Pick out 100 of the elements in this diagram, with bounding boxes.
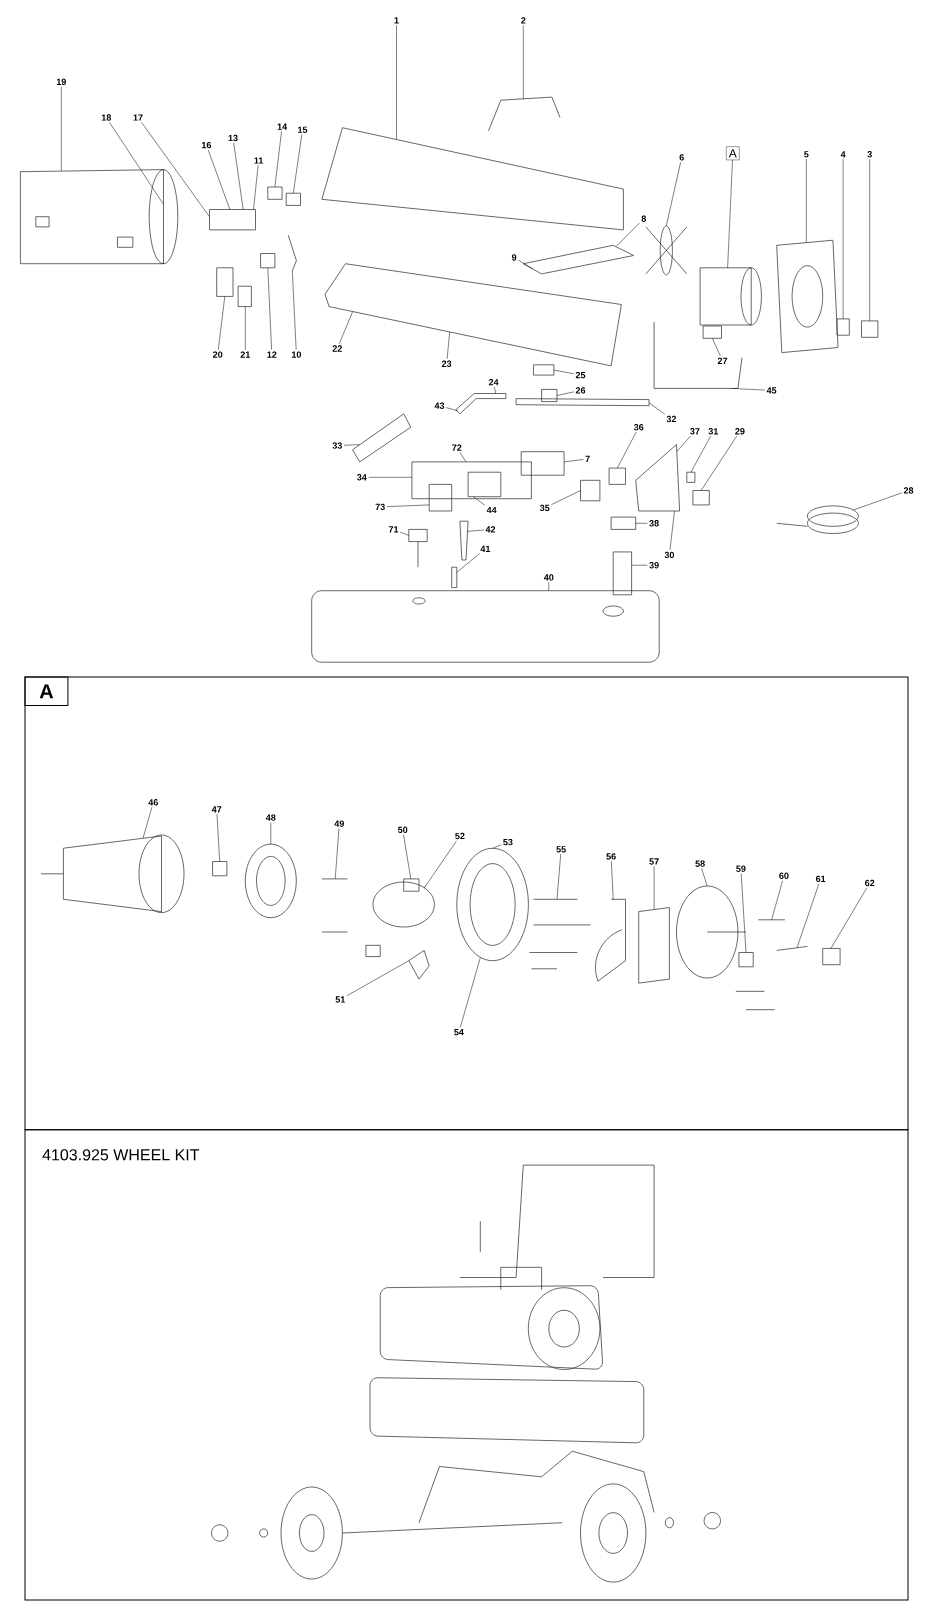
leader-line [216, 813, 220, 862]
leader-line [267, 267, 272, 350]
callout-number: 47 [211, 806, 222, 813]
callout-number: 54 [454, 1029, 464, 1036]
callout-number: 27 [717, 357, 728, 364]
callout-number: 3 [867, 151, 872, 158]
leader-line [466, 529, 485, 532]
callout-number: 56 [606, 853, 616, 860]
leader-line [141, 122, 210, 217]
leader-line [386, 504, 430, 507]
leader-line [523, 25, 524, 100]
leader-line [631, 564, 648, 566]
leader-line [563, 459, 584, 463]
leader-line [731, 388, 766, 391]
callout-number: 41 [480, 545, 491, 552]
leader-line [61, 86, 62, 171]
leader-line [701, 868, 708, 887]
callout-number: 40 [543, 574, 554, 581]
leader-line [270, 822, 272, 845]
leader-line [423, 840, 457, 889]
callout-number: 17 [133, 114, 143, 121]
leader-line [556, 853, 561, 900]
callout-number: 20 [213, 351, 223, 358]
leader-line [653, 866, 655, 910]
leader-line [676, 435, 691, 452]
callout-number: 16 [201, 141, 212, 149]
callout-number: 50 [398, 826, 408, 833]
leader-line [740, 873, 747, 953]
leader-line [617, 431, 637, 469]
leader-line [669, 510, 675, 551]
callout-number: 73 [375, 503, 385, 511]
leader-line [796, 883, 820, 948]
callout-number: 58 [695, 860, 705, 867]
callout-number: 19 [56, 78, 66, 85]
kit-panel: 4103.925 WHEEL KIT [24, 1129, 909, 1601]
callout-number: 23 [441, 360, 452, 367]
callout-number: 36 [633, 424, 644, 431]
leader-line [553, 369, 575, 375]
leader-line [690, 435, 711, 473]
callout-number: 5 [804, 151, 809, 158]
leader-line [727, 159, 733, 269]
leader-line [830, 887, 868, 949]
leader-line [853, 492, 903, 511]
leader-line [556, 391, 575, 396]
callout-number: 34 [357, 474, 367, 481]
callout-number: 14 [277, 123, 288, 130]
callout-number: 2 [521, 17, 526, 24]
callout-number: 7 [585, 455, 590, 462]
callout-number: 18 [101, 114, 112, 121]
callout-number: 57 [649, 858, 659, 865]
leader-line [712, 338, 721, 357]
callout-number: 60 [779, 872, 789, 879]
callout-number: 22 [332, 345, 342, 352]
callout-letter: A [726, 146, 740, 161]
callout-number: 4 [840, 151, 846, 158]
leader-line [274, 131, 282, 188]
callout-number: 32 [666, 415, 677, 423]
leader-line [472, 496, 486, 506]
callout-number: 25 [575, 371, 586, 379]
callout-number: 15 [298, 126, 308, 133]
leader-line [806, 158, 807, 243]
callout-number: 10 [291, 351, 302, 358]
callout-number: 48 [265, 814, 276, 821]
leader-line [346, 960, 410, 996]
callout-number: 31 [708, 428, 719, 435]
leader-line [456, 553, 480, 573]
leader-line [700, 435, 737, 491]
leader-line [445, 407, 459, 412]
callout-number: 46 [148, 799, 158, 806]
leader-line [399, 531, 410, 536]
leader-line [403, 834, 412, 880]
heater-exploded-drawing [20, 96, 879, 663]
leader-line [293, 134, 303, 194]
callout-number: 51 [335, 996, 346, 1003]
leader-line [666, 162, 681, 227]
leader-line [446, 331, 450, 360]
callout-number: 42 [485, 526, 496, 533]
leader-line [648, 402, 665, 415]
callout-number: 26 [575, 387, 586, 394]
callout-number: 45 [766, 387, 777, 394]
leader-line [635, 523, 648, 524]
callout-number: 71 [388, 526, 399, 533]
leader-line [368, 477, 413, 478]
callout-number: 12 [267, 351, 277, 358]
leader-line [142, 806, 153, 839]
leader-line [616, 222, 640, 247]
callout-number: 11 [254, 157, 264, 164]
leader-line [611, 861, 614, 900]
callout-number: 43 [434, 402, 445, 409]
leader-line [233, 142, 244, 210]
leader-line [253, 165, 259, 210]
callout-number: 9 [511, 254, 517, 261]
callout-number: 37 [690, 428, 700, 435]
callout-number: 53 [503, 838, 513, 846]
callout-number: 39 [649, 562, 659, 569]
callout-number: 62 [865, 879, 875, 887]
leader-line [245, 306, 246, 350]
callout-number: 49 [334, 820, 344, 827]
leader-line [339, 311, 353, 344]
callout-number: 59 [736, 865, 746, 872]
